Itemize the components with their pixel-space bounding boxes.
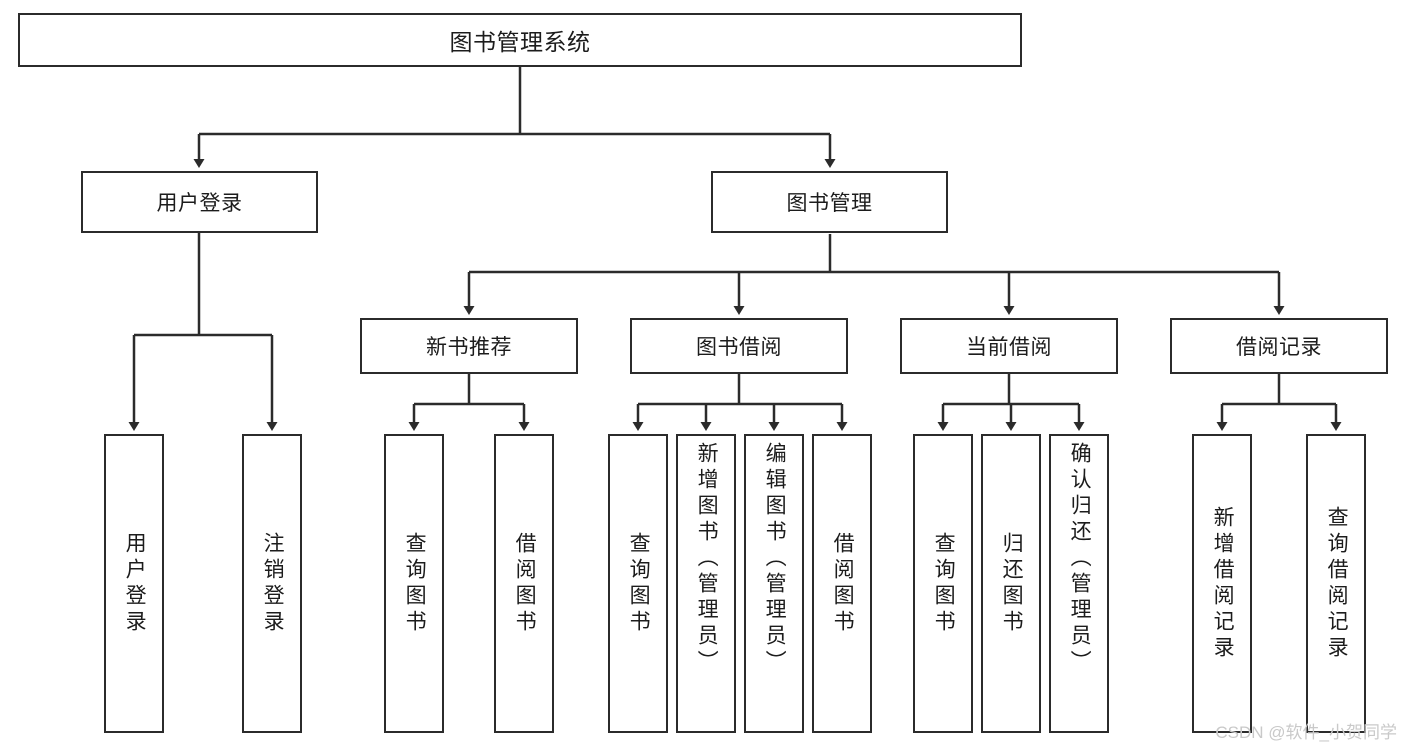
node-leaf-user-login-label: 用户登录 [123,531,147,636]
node-leaf-query-record-label: 查询借阅记录 [1325,505,1349,662]
node-user-login-label: 用户登录 [156,192,243,215]
node-leaf-query-book-3-label: 查询图书 [932,531,956,636]
node-leaf-borrow-book-2-label: 借阅图书 [831,531,855,636]
node-leaf-user-logout-label: 注销登录 [261,531,285,636]
node-borrow-record-label: 借阅记录 [1236,336,1322,359]
node-leaf-query-book-1-label: 查询图书 [403,531,427,636]
node-book-manage[interactable]: 图书管理 [711,171,948,233]
node-leaf-add-record[interactable]: 新增借阅记录 [1192,434,1252,733]
node-leaf-user-login[interactable]: 用户登录 [104,434,164,733]
node-leaf-borrow-book-1-label: 借阅图书 [513,531,537,636]
node-leaf-confirm-return-label: 确认归还（管理员） [1068,442,1092,676]
node-book-borrow-label: 图书借阅 [696,336,782,359]
node-leaf-query-book-2[interactable]: 查询图书 [608,434,668,733]
node-leaf-query-book-1[interactable]: 查询图书 [384,434,444,733]
node-leaf-add-book-label: 新增图书（管理员） [695,442,719,676]
watermark: CSDN @软件_小贺同学 [1215,723,1397,742]
node-leaf-query-record[interactable]: 查询借阅记录 [1306,434,1366,733]
node-current-borrow[interactable]: 当前借阅 [900,318,1118,374]
node-leaf-add-record-label: 新增借阅记录 [1211,505,1235,662]
node-current-borrow-label: 当前借阅 [966,336,1052,359]
node-leaf-query-book-3[interactable]: 查询图书 [913,434,973,733]
node-leaf-return-book-label: 归还图书 [1000,531,1024,636]
node-leaf-edit-book[interactable]: 编辑图书（管理员） [744,434,804,733]
node-leaf-confirm-return[interactable]: 确认归还（管理员） [1049,434,1109,733]
node-book-manage-label: 图书管理 [786,192,873,215]
node-root-label: 图书管理系统 [449,29,591,55]
node-leaf-add-book[interactable]: 新增图书（管理员） [676,434,736,733]
node-new-book-recommend[interactable]: 新书推荐 [360,318,578,374]
node-user-login[interactable]: 用户登录 [81,171,318,233]
node-root[interactable]: 图书管理系统 [18,13,1022,67]
node-leaf-user-logout[interactable]: 注销登录 [242,434,302,733]
node-leaf-edit-book-label: 编辑图书（管理员） [763,442,787,676]
node-borrow-record[interactable]: 借阅记录 [1170,318,1388,374]
node-leaf-borrow-book-1[interactable]: 借阅图书 [494,434,554,733]
node-leaf-return-book[interactable]: 归还图书 [981,434,1041,733]
node-leaf-borrow-book-2[interactable]: 借阅图书 [812,434,872,733]
node-book-borrow[interactable]: 图书借阅 [630,318,848,374]
node-new-book-recommend-label: 新书推荐 [426,336,512,359]
node-leaf-query-book-2-label: 查询图书 [627,531,651,636]
